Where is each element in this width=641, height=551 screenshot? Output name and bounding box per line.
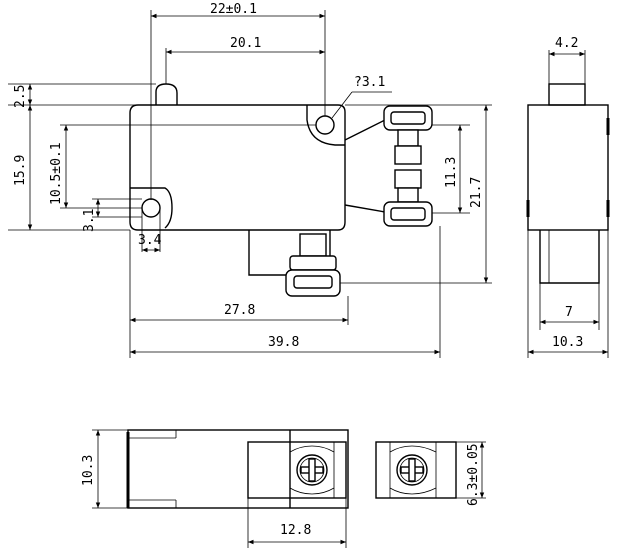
dim-22-label: 22±0.1 [210, 2, 257, 17]
side-view: 4.2 7 10.3 [526, 36, 610, 358]
side-terminals [539, 230, 600, 284]
side-actuator [548, 83, 586, 106]
dim-2-5-label: 2.5 [13, 85, 28, 108]
bottom-terminal-2 [375, 441, 457, 499]
dim-10-3-bottom-label: 10.3 [81, 455, 96, 486]
actuator-lever [155, 83, 178, 105]
bottom-terminal-1 [247, 441, 347, 499]
dim-4-2-label: 4.2 [555, 36, 578, 51]
mounting-hole-left [141, 198, 161, 218]
dim-27-8-label: 27.8 [224, 303, 255, 318]
switch-body [129, 104, 346, 231]
dim-21-7-label: 21.7 [469, 177, 484, 208]
screw-head-1-icon [296, 454, 328, 486]
dim-7-label: 7 [565, 305, 573, 320]
terminal-bottom [285, 233, 341, 297]
dim-6-3-label: 6.3±0.05 [466, 443, 481, 506]
dim-15-9-label: 15.9 [13, 155, 28, 186]
front-view: 22±0.1 20.1 ?3.1 2.5 15.9 10.5±0.1 3.1 3 [8, 2, 492, 358]
screw-head-2-icon [396, 454, 428, 486]
dim-3-4-label: 3.4 [138, 233, 162, 248]
side-body [527, 104, 609, 231]
dim-39-8-label: 39.8 [268, 335, 299, 350]
dim-10-5-label: 10.5±0.1 [49, 142, 64, 205]
terminal-top [383, 105, 433, 165]
dim-11-3-label: 11.3 [444, 157, 459, 188]
bottom-view: 10.3 6.3±0.05 12.8 [81, 429, 486, 548]
dim-20-1-label: 20.1 [230, 36, 261, 51]
dim-3-1-label: 3.1 [82, 209, 97, 232]
dim-10-3-side-label: 10.3 [552, 335, 583, 350]
mounting-hole-right [315, 115, 335, 135]
dim-12-8-label: 12.8 [280, 523, 311, 538]
terminal-middle [383, 169, 433, 227]
hole-dia-label: ?3.1 [354, 75, 385, 90]
